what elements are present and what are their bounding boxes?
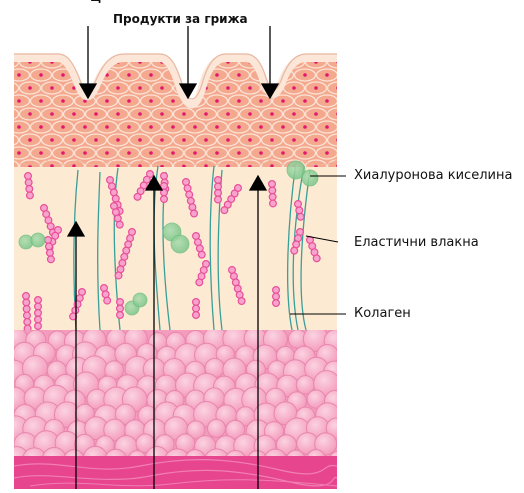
clipped-top-text: Ц <box>90 0 101 4</box>
label-collagen: Колаген <box>354 306 411 321</box>
label-hyaluronic-acid: Хиалуронова киселина <box>354 168 512 183</box>
muscle-layer <box>14 456 337 489</box>
fat-cells <box>3 326 347 475</box>
diagram-title: Продукти за грижа <box>113 12 248 26</box>
label-elastic-fibers: Еластични влакна <box>354 235 479 250</box>
